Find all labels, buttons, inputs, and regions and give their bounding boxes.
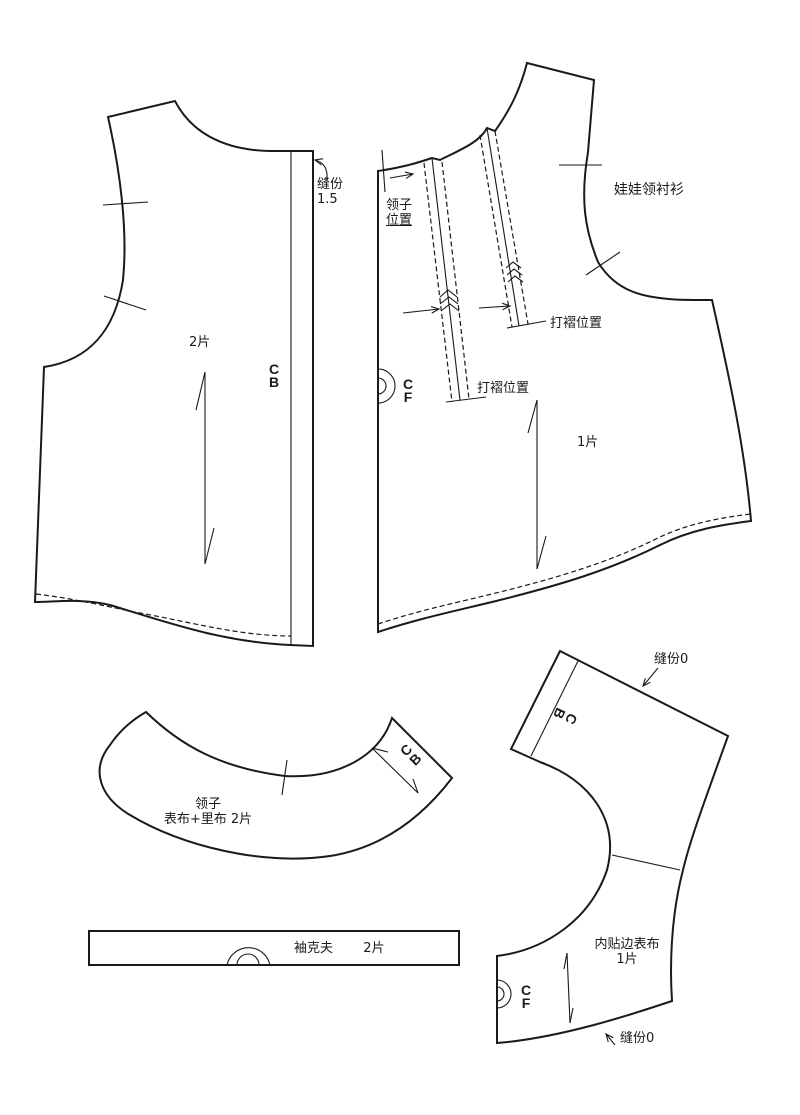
pleat-2-right-dash [494,130,529,325]
facing-button-mark-icon [496,979,512,1009]
collar-grainline [371,747,419,794]
collar-piece [98,710,454,860]
pleat-1-end [445,396,487,403]
back-grainline-tip-top [195,371,206,411]
collar-notch [281,759,288,796]
garment-title: 娃娃领衬衫 [614,182,684,198]
facing-label: 内贴边表布 1片 [582,937,672,967]
pleat-2-chevrons-icon [505,261,524,283]
front-piece-count: 1片 [577,435,599,450]
facing-seam-arrow-bottom [606,1034,616,1046]
collar-label-name: 领子 [194,797,221,812]
facing-cb-line [530,660,579,757]
seam-allowance-arrow [315,160,328,181]
front-bodice-outline [377,61,753,634]
cuff-count: 2片 [363,941,385,956]
pleat-position-label-2: 打褶位置 [477,381,530,396]
pleat-position-label-1: 打褶位置 [550,316,603,331]
facing-cf-f: F [521,995,531,1011]
facing-center-front-label: C F [519,982,533,1011]
back-piece-count: 2片 [189,335,211,350]
pleat-1-arrow [402,309,439,313]
back-notch-2 [103,295,147,311]
facing-cf-c: C [520,982,532,998]
pleat-1-chevrons-icon [439,289,460,312]
cb-c: C [268,361,280,377]
facing-piece [496,649,730,1046]
facing-outline [496,649,730,1045]
facing-seam-label-top: 缝份0 [654,652,689,667]
cuff-button-mark-icon [226,947,271,966]
pleat-2-fold [486,127,520,327]
collar-label-fabric: 表布+里布 2片 [163,812,253,827]
back-hem-stitch-line [35,593,292,637]
facing-grainline-tips [563,952,574,1024]
seam-allowance-value: 1.5 [317,192,338,207]
cuff-name: 袖克夫 [294,941,334,956]
back-center-back-label: C B [267,361,281,390]
cuff-piece [88,930,460,966]
collar-label: 领子 表布+里布 2片 [158,797,258,827]
facing-grainline [566,952,571,1024]
seam-allowance-label: 缝份 1.5 [317,177,343,207]
collar-position-line1: 领子 [386,198,413,213]
collar-outline [98,710,454,860]
cb-b: B [268,374,280,390]
back-grainline-tip-bottom [204,527,215,565]
pleat-2-end [506,320,547,329]
collar-position-arrow [389,174,413,178]
front-grainline-tip-bottom [536,535,547,570]
front-bodice-piece [377,61,753,634]
pleat-2-arrow [478,306,510,308]
back-bodice-piece [33,99,328,648]
cf-f: F [403,389,413,405]
front-center-front-label: C F [401,376,415,405]
facing-seam-label-bottom: 缝份0 [620,1031,655,1046]
front-button-mark-icon [377,368,396,404]
pleat-1-fold [431,157,461,401]
back-bodice-outline [33,99,314,648]
front-hem-stitch-line [377,513,751,625]
collar-position-line2: 位置 [386,213,413,228]
cuff-outline [88,930,460,966]
facing-shoulder-line [611,854,681,871]
seam-allowance-text: 缝份 [317,177,344,192]
facing-seam-arrow-top [643,667,659,686]
back-notch-1 [102,201,149,206]
pleat-1-left-dash [423,162,453,403]
facing-label-count: 1片 [616,952,638,967]
collar-position-label: 领子 位置 [386,198,412,228]
pleat-2-left-dash [479,134,513,328]
collar-position-mark [381,149,386,193]
front-notch-2 [585,251,621,276]
front-grainline-tip-top [527,399,538,434]
facing-label-name: 内贴边表布 [594,937,660,952]
collar-grainline-tips [371,747,419,794]
cuff-label: 袖克夫 2片 [294,941,385,956]
cf-c: C [402,376,414,392]
